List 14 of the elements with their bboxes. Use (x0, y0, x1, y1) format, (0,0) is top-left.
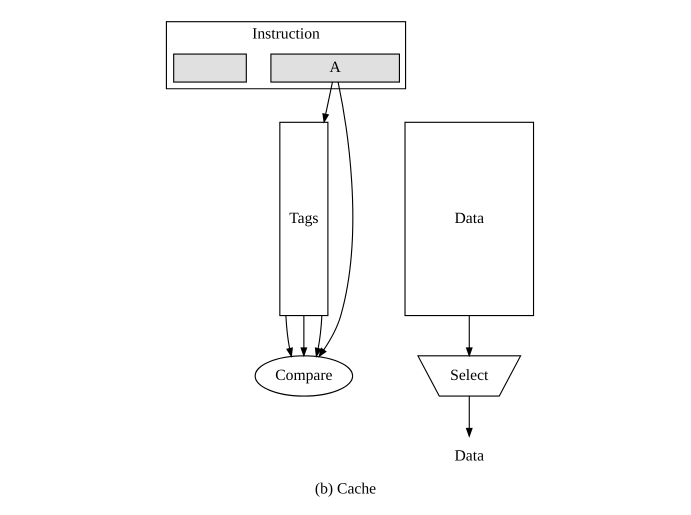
arrow (466, 316, 473, 358)
node-text: Data (454, 448, 484, 465)
arrow (322, 82, 333, 124)
arrow (300, 316, 308, 358)
arrow (318, 82, 354, 358)
node-box: Tags (279, 122, 328, 316)
node-box: A (270, 54, 400, 83)
arrow (466, 396, 473, 438)
arrow (285, 316, 293, 358)
node-ellipse: Compare (254, 355, 354, 397)
node-box (173, 54, 247, 83)
arrow (314, 316, 322, 358)
node-box: Data (404, 122, 534, 316)
caption: (b) Cache (314, 480, 376, 498)
